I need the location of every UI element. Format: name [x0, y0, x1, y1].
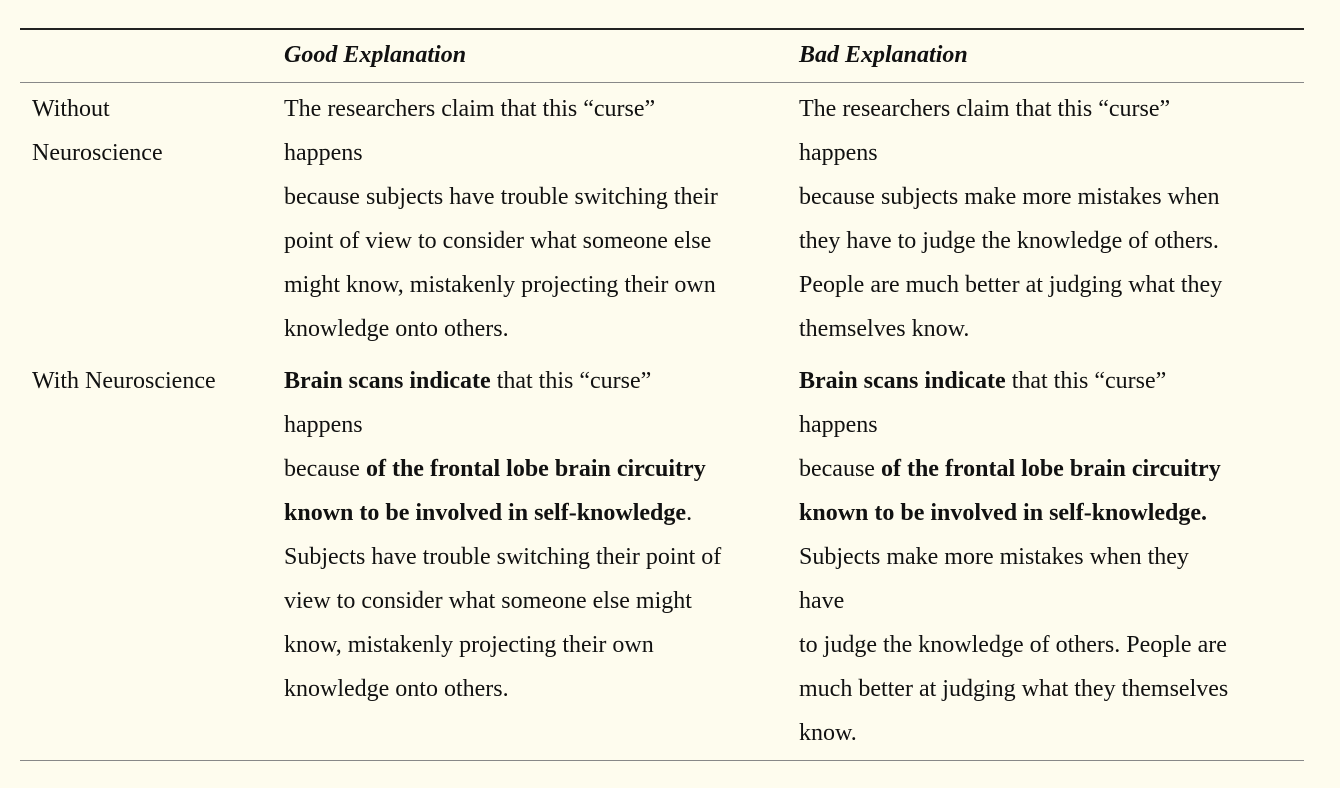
row-label-line: Neuroscience — [32, 140, 163, 166]
cell-without-bad: The researchers claim that this “curse” h… — [799, 87, 1299, 351]
text-run: because subjects have trouble switching … — [284, 184, 718, 210]
cell-text-line: Brain scans indicate that this “curse” — [799, 359, 1299, 403]
text-run: . — [686, 500, 693, 526]
text-run: The researchers claim that this “curse” — [799, 96, 1171, 122]
table-bottom-rule — [20, 760, 1304, 761]
bold-text: Brain scans indicate — [284, 368, 491, 394]
header-bad-explanation: Bad Explanation — [799, 42, 968, 68]
cell-text-line: because subjects have trouble switching … — [284, 175, 784, 219]
row-label-line: Without — [32, 96, 110, 122]
cell-text-line: knowledge onto others. — [284, 307, 784, 351]
text-run: might know, mistakenly projecting their … — [284, 272, 716, 298]
text-run: have — [799, 588, 845, 614]
header-good-explanation: Good Explanation — [284, 42, 467, 68]
cell-text-line: knowledge onto others. — [284, 667, 784, 711]
cell-text-line: known to be involved in self-knowledge. — [799, 491, 1299, 535]
text-run: because subjects make more mistakes when — [799, 184, 1220, 210]
text-run: Subjects make more mistakes when they — [799, 544, 1189, 570]
cell-text-line: much better at judging what they themsel… — [799, 667, 1299, 711]
cell-text-line: because of the frontal lobe brain circui… — [284, 447, 784, 491]
text-run: know, mistakenly projecting their own — [284, 632, 654, 658]
bold-text: Brain scans indicate — [799, 368, 1006, 394]
cell-text-line: known to be involved in self-knowledge. — [284, 491, 784, 535]
text-run: Subjects have trouble switching their po… — [284, 544, 722, 570]
cell-text-line: Subjects make more mistakes when they — [799, 535, 1299, 579]
cell-text-line: view to consider what someone else might — [284, 579, 784, 623]
text-run: happens — [284, 412, 363, 438]
cell-text-line: point of view to consider what someone e… — [284, 219, 784, 263]
text-run: view to consider what someone else might — [284, 588, 692, 614]
cell-text-line: happens — [799, 131, 1299, 175]
text-run: to judge the knowledge of others. People… — [799, 632, 1227, 658]
cell-text-line: because of the frontal lobe brain circui… — [799, 447, 1299, 491]
text-run: happens — [799, 412, 878, 438]
cell-without-good: The researchers claim that this “curse” h… — [284, 87, 784, 351]
text-run: that this “curse” — [1005, 368, 1167, 394]
cell-text-line: People are much better at judging what t… — [799, 263, 1299, 307]
text-run: themselves know. — [799, 316, 970, 342]
cell-text-line: know, mistakenly projecting their own — [284, 623, 784, 667]
text-run: they have to judge the knowledge of othe… — [799, 228, 1219, 254]
text-run: The researchers claim that this “curse” — [284, 96, 656, 122]
cell-text-line: Brain scans indicate that this “curse” — [284, 359, 784, 403]
cell-text-line: might know, mistakenly projecting their … — [284, 263, 784, 307]
text-run: because — [799, 456, 881, 482]
cell-text-line: happens — [799, 403, 1299, 447]
bold-text: known to be involved in self-knowledge. — [799, 500, 1208, 526]
cell-text-line: happens — [284, 131, 784, 175]
cell-text-line: have — [799, 579, 1299, 623]
table-header-rule — [20, 82, 1304, 83]
cell-with-bad: Brain scans indicate that this “curse” ha… — [799, 359, 1299, 755]
cell-text-line: because subjects make more mistakes when — [799, 175, 1299, 219]
text-run: knowledge onto others. — [284, 676, 509, 702]
text-run: know. — [799, 720, 857, 746]
cell-with-good: Brain scans indicate that this “curse” ha… — [284, 359, 784, 711]
text-run: because — [284, 456, 366, 482]
text-run: point of view to consider what someone e… — [284, 228, 712, 254]
text-run: knowledge onto others. — [284, 316, 509, 342]
row-label-line: With Neuroscience — [32, 368, 216, 394]
bold-text: known to be involved in self-knowledge — [284, 500, 687, 526]
bold-text: of the frontal lobe brain circuitry — [365, 456, 706, 482]
cell-text-line: Subjects have trouble switching their po… — [284, 535, 784, 579]
cell-text-line: they have to judge the knowledge of othe… — [799, 219, 1299, 263]
text-run: that this “curse” — [490, 368, 652, 394]
cell-text-line: The researchers claim that this “curse” — [799, 87, 1299, 131]
cell-text-line: to judge the knowledge of others. People… — [799, 623, 1299, 667]
bold-text: of the frontal lobe brain circuitry — [880, 456, 1221, 482]
row-label-without-neuroscience: Without Neuroscience — [32, 87, 272, 175]
text-run: People are much better at judging what t… — [799, 272, 1223, 298]
cell-text-line: know. — [799, 711, 1299, 755]
cell-text-line: The researchers claim that this “curse” — [284, 87, 784, 131]
text-run: happens — [799, 140, 878, 166]
cell-text-line: happens — [284, 403, 784, 447]
cell-text-line: themselves know. — [799, 307, 1299, 351]
text-run: happens — [284, 140, 363, 166]
text-run: much better at judging what they themsel… — [799, 676, 1229, 702]
row-label-with-neuroscience: With Neuroscience — [32, 359, 272, 403]
table-top-rule — [20, 28, 1304, 30]
